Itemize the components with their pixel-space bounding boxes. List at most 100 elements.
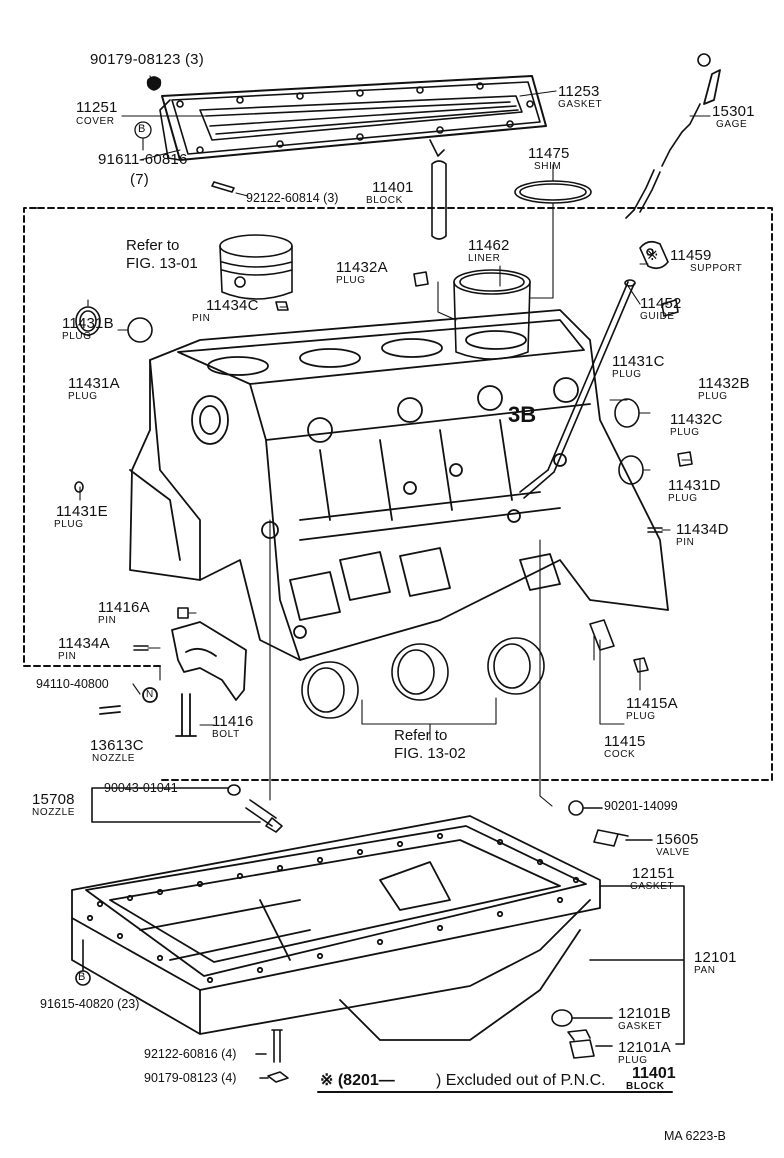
label-11251-sub: COVER — [76, 116, 115, 127]
label-11251: 11251 — [76, 99, 118, 116]
refer-to-fig-13-02-line2: FIG. 13-02 — [394, 745, 466, 762]
label-13613C: 13613C — [90, 737, 144, 754]
cover-gasket-drawing — [159, 75, 547, 161]
note-text: ) Excluded out of P.N.C. — [436, 1072, 606, 1089]
label-11431D-sub: PLUG — [668, 493, 698, 504]
label-92122-bottom: 92122-60816 (4) — [144, 1047, 237, 1061]
figure-code: MA 6223-B — [664, 1129, 726, 1143]
nozzle-15708-drawing — [91, 784, 283, 833]
note-prefix: ※ (8201— — [320, 1072, 395, 1089]
label-11434D: 11434D — [676, 521, 729, 538]
n-mark: N — [146, 689, 154, 700]
label-15708-sub: NOZZLE — [32, 807, 76, 818]
label-11432A: 11432A — [336, 259, 388, 276]
plug-drawings — [74, 271, 693, 651]
label-11475: 11475 — [528, 145, 570, 162]
label-11462-sub: LINER — [468, 253, 501, 264]
plug-11432A — [413, 271, 429, 287]
valve-15605-drawing — [568, 800, 653, 847]
label-11416A: 11416A — [98, 599, 150, 616]
engine-block-drawing — [129, 309, 669, 661]
star-mark-11459: ※ — [646, 247, 659, 264]
label-11434A-sub: PIN — [58, 651, 77, 662]
label-11401: 11401 — [372, 179, 414, 196]
pin-11434C-drawing — [275, 301, 289, 311]
leader-lines — [79, 75, 711, 807]
plug-11431B — [127, 317, 153, 343]
plug-11432C — [677, 451, 693, 467]
label-11253-sub: GASKET — [558, 99, 603, 110]
label-11432C-sub: PLUG — [670, 427, 700, 438]
plug-11431E — [74, 481, 84, 493]
label-90179-bottom: 90179-08123 (4) — [144, 1071, 237, 1085]
note-part-number: 11401 — [632, 1065, 676, 1082]
label-11431B-sub: PLUG — [62, 331, 92, 342]
label-11415A: 11415A — [626, 695, 678, 712]
label-12151-sub: GASKET — [630, 881, 675, 892]
pan-hardware-drawing — [75, 885, 685, 1083]
label-11434D-sub: PIN — [676, 537, 695, 548]
label-15301-sub: GAGE — [716, 119, 748, 130]
label-11475-sub: SHIM — [534, 161, 562, 172]
bearing-shells-drawing — [301, 637, 545, 719]
label-12101A: 12101A — [618, 1039, 671, 1056]
plug-11432B — [661, 299, 679, 317]
cock-drawing — [589, 619, 649, 673]
label-11432A-sub: PLUG — [336, 275, 366, 286]
label-11415-sub: COCK — [604, 749, 636, 760]
b-mark-bottom: B — [78, 971, 86, 983]
label-11432B-sub: PLUG — [698, 391, 728, 402]
label-11432C: 11432C — [670, 411, 723, 428]
pin-11434A — [133, 645, 149, 651]
label-11432B: 11432B — [698, 375, 750, 392]
refer-to-fig-13-02-line1: Refer to — [394, 727, 448, 744]
label-12101B: 12101B — [618, 1005, 671, 1022]
label-11415A-sub: PLUG — [626, 711, 656, 722]
label-13613C-sub: NOZZLE — [92, 753, 136, 764]
label-11431C: 11431C — [612, 353, 665, 370]
note-part-name: BLOCK — [626, 1081, 665, 1092]
label-91615: 91615-40820 (23) — [40, 997, 140, 1011]
label-11431C-sub: PLUG — [612, 369, 642, 380]
label-15605: 15605 — [656, 831, 699, 848]
label-11431D: 11431D — [668, 477, 721, 494]
label-11459-sub: SUPPORT — [690, 263, 743, 274]
label-11431A: 11431A — [68, 375, 120, 392]
block-assembly-boundary — [23, 207, 773, 781]
label-12101B-sub: GASKET — [618, 1021, 663, 1032]
label-11416: 11416 — [212, 713, 254, 730]
label-15301: 15301 — [712, 103, 755, 120]
oil-pan-drawing — [71, 815, 601, 1041]
label-11459: 11459 — [670, 247, 712, 264]
label-11462: 11462 — [468, 237, 510, 254]
label-11431E: 11431E — [56, 503, 108, 520]
label-11416-sub: BOLT — [212, 729, 240, 740]
plug-11431D — [618, 455, 644, 485]
label-12101: 12101 — [694, 949, 737, 966]
label-11434C: 11434C — [206, 297, 259, 314]
pin-11416A — [177, 607, 189, 619]
label-11401-sub: BLOCK — [366, 195, 403, 206]
b-mark-top: B — [138, 123, 146, 135]
label-11416A-sub: PIN — [98, 615, 117, 626]
label-90201: 90201-14099 — [604, 799, 678, 813]
label-90179-top: 90179-08123 (3) — [90, 51, 204, 68]
oil-gage-drawing — [625, 53, 721, 219]
label-11431B: 11431B — [62, 315, 114, 332]
piston-drawing — [219, 234, 293, 300]
plug-11431C — [614, 398, 640, 428]
label-15605-sub: VALVE — [656, 847, 690, 858]
label-12151: 12151 — [632, 865, 675, 882]
hose-drawing — [431, 160, 447, 240]
label-12101A-sub: PLUG — [618, 1055, 648, 1066]
cover-bolt-drawing — [146, 76, 235, 193]
refer-to-fig-13-01-line2: FIG. 13-01 — [126, 255, 198, 272]
label-11434C-sub: PIN — [192, 313, 211, 324]
label-11452-sub: GUIDE — [640, 311, 675, 322]
block-marking: 3B — [508, 402, 537, 427]
label-91611-qty: (7) — [130, 171, 149, 188]
label-91611: 91611-60816 — [98, 151, 188, 168]
label-94110: 94110-40800 — [36, 677, 109, 691]
